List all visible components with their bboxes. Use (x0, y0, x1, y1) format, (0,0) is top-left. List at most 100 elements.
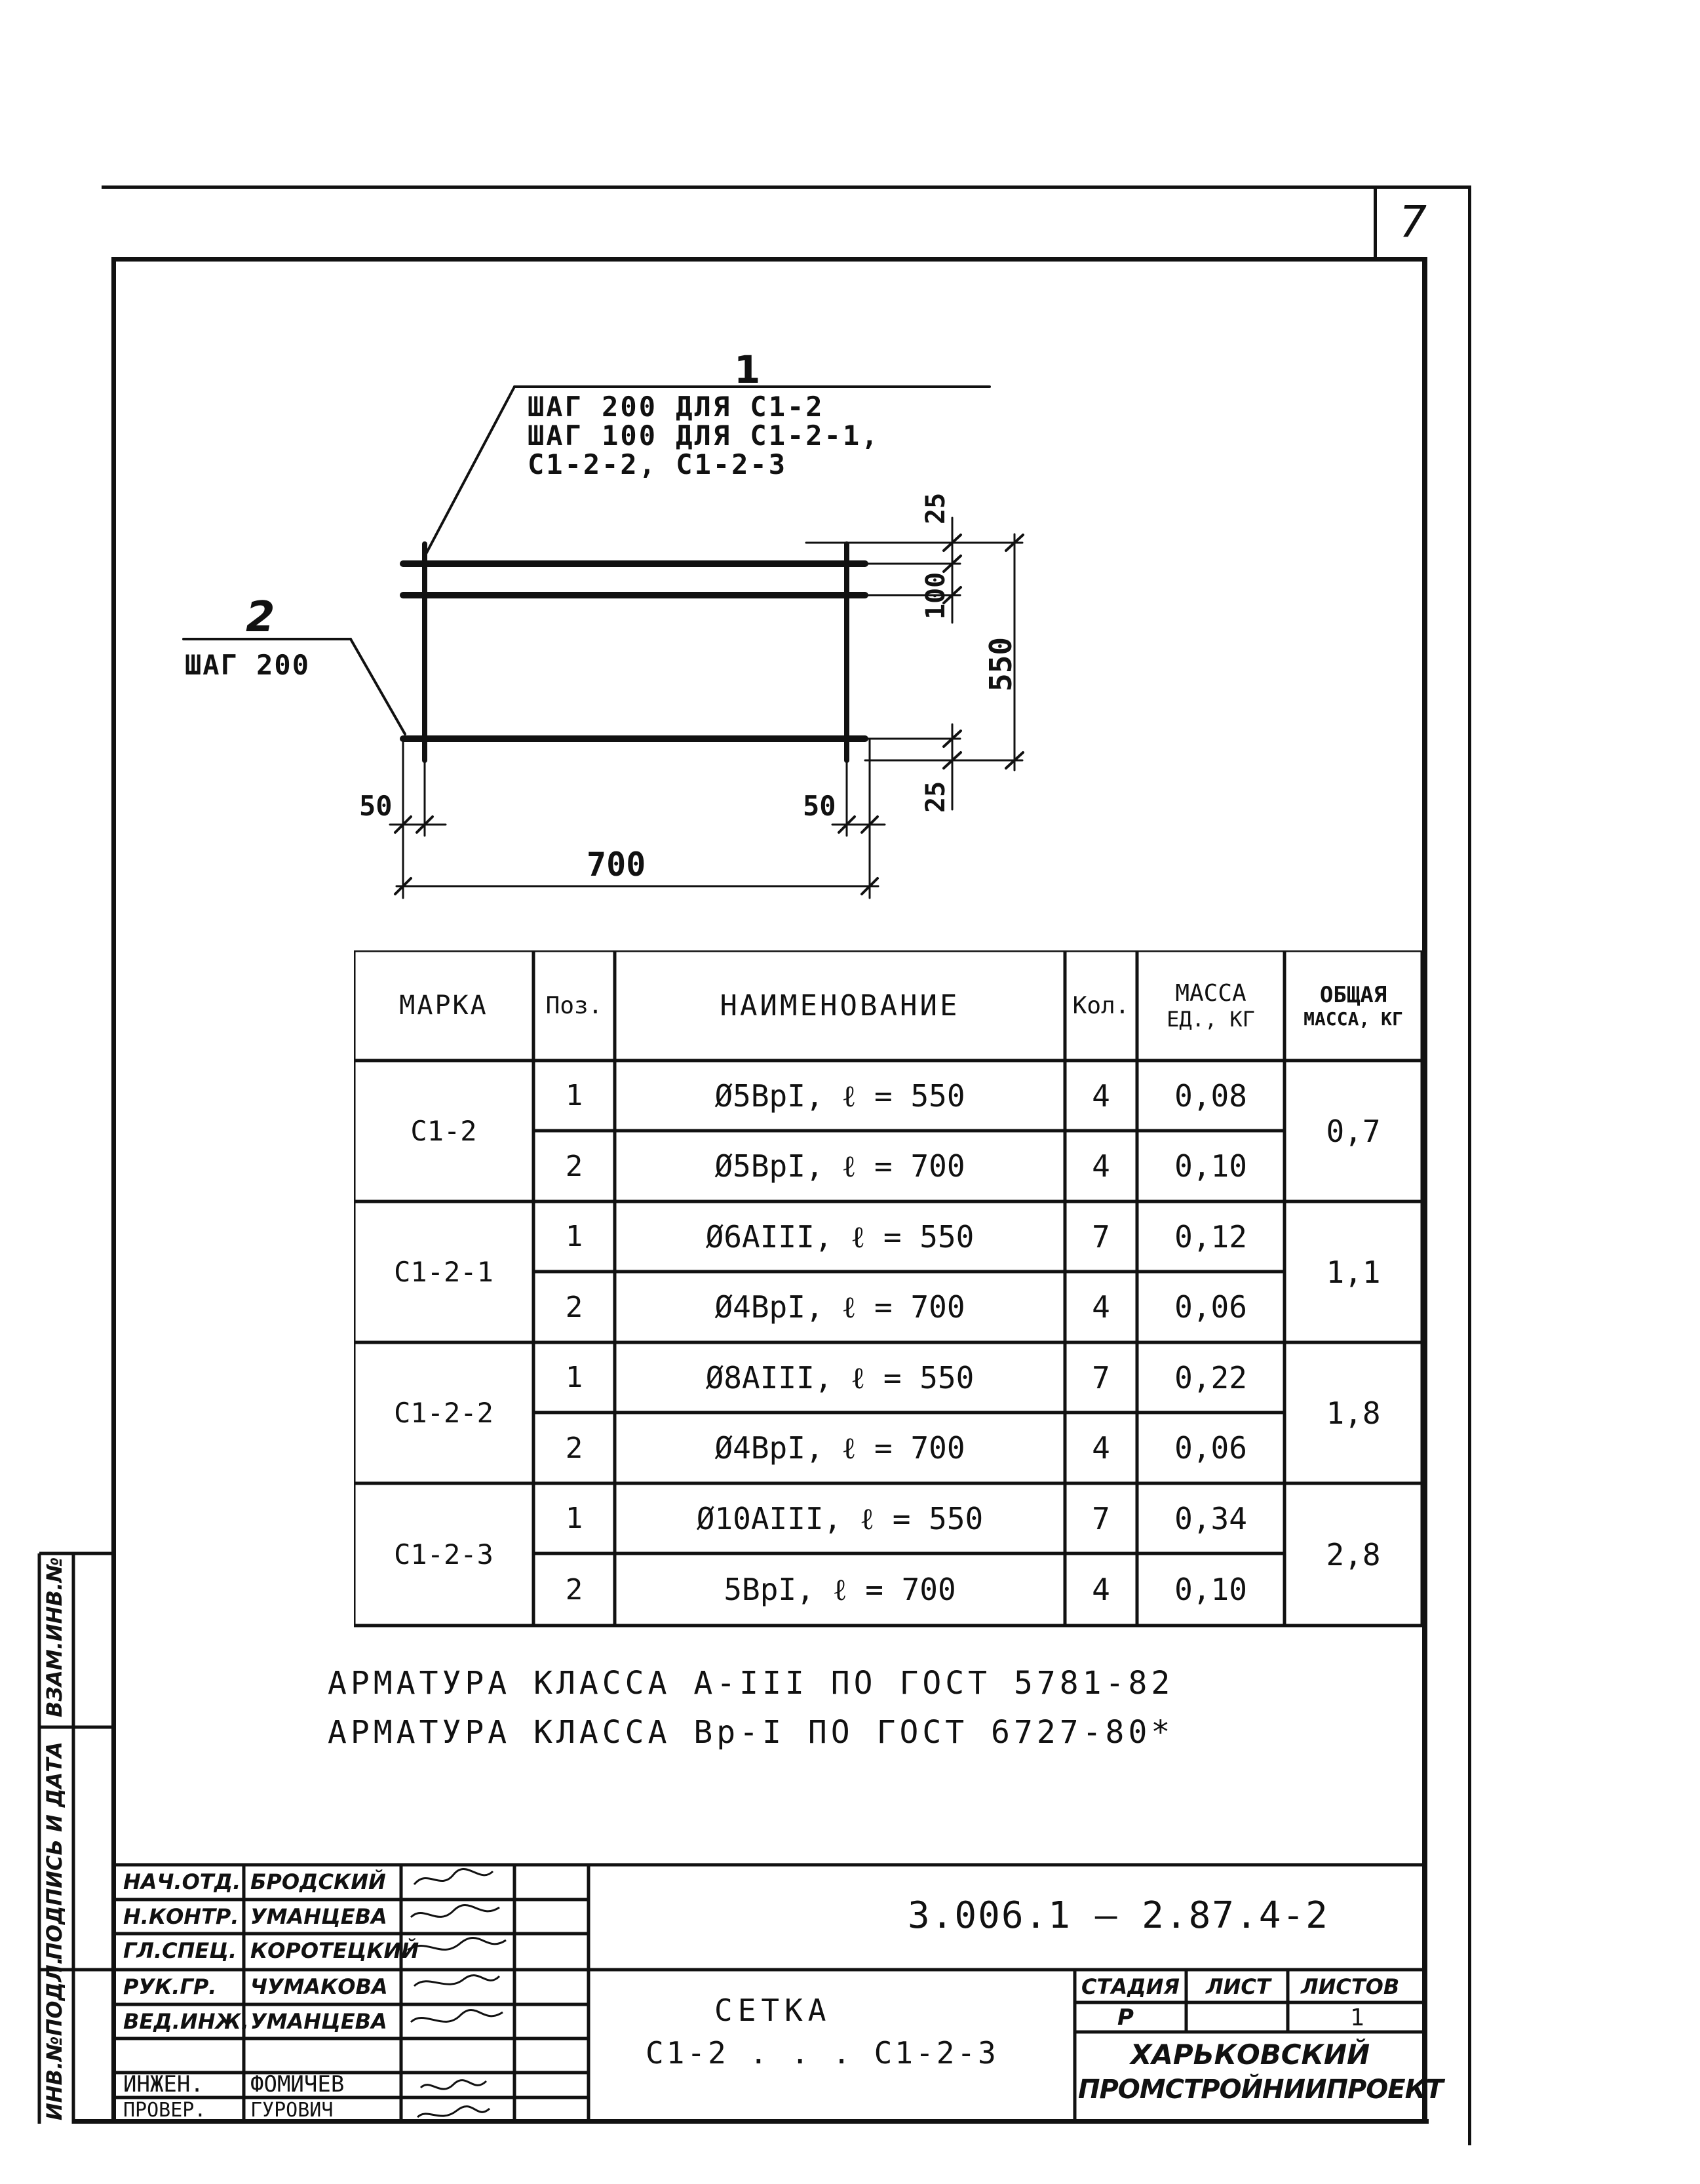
row-qty: 4 (1092, 1430, 1110, 1466)
sheets-label: ЛИСТОВ (1301, 1974, 1400, 1999)
row-pos: 1 (565, 1361, 583, 1394)
role-label: НАЧ.ОТД. (123, 1869, 241, 1894)
role-label: ВЕД.ИНЖ. (123, 2009, 249, 2034)
row-mass: 0,10 (1174, 1572, 1247, 1607)
group-total: 0,7 (1326, 1113, 1381, 1149)
role-label: ГЛ.СПЕЦ. (123, 1938, 237, 1963)
header-total-line1: ОБЩАЯ (1319, 981, 1387, 1008)
person-name: ГУРОВИЧ (250, 2099, 334, 2122)
group-mark: С1-2-2 (394, 1397, 493, 1429)
stage-value: Р (1117, 2004, 1134, 2031)
signatures (407, 1868, 507, 2118)
callout2-leader (349, 638, 406, 735)
row-qty: 4 (1092, 1078, 1110, 1114)
header-mass-line2: ЕД., КГ (1167, 1006, 1255, 1032)
group-total: 1,1 (1326, 1254, 1381, 1290)
row-name: Ø10AIII, ℓ = 550 (696, 1500, 984, 1536)
row-qty: 4 (1092, 1289, 1110, 1325)
row-pos: 2 (565, 1149, 583, 1183)
person-name: ФОМИЧЁВ (250, 2071, 345, 2097)
row-name: Ø4ВрI, ℓ = 700 (714, 1430, 965, 1466)
sheet-number-box-left (1374, 185, 1377, 259)
frame-top (111, 257, 1426, 262)
person-name: УМАНЦЕВА (250, 1904, 387, 1929)
row-qty: 7 (1092, 1500, 1110, 1536)
header-qty: Кол. (1072, 992, 1130, 1019)
sheet-number-box-right (1468, 185, 1471, 2145)
dim-right-offset: 50 (803, 790, 836, 822)
person-name: ЧУМАКОВА (250, 1974, 388, 1999)
org-line2: ПРОМСТРОЙНИИПРОЕКТ (1078, 2075, 1444, 2105)
row-mass: 0,34 (1174, 1500, 1247, 1536)
role-label: ИНЖЕН. (123, 2071, 204, 2097)
row-pos: 1 (565, 1502, 583, 1535)
row-name: Ø5ВрI, ℓ = 700 (714, 1148, 965, 1184)
note-line: АРМАТУРА КЛАССА Bp-I ПО ГОСТ 6727-80* (328, 1714, 1174, 1751)
person-name: КОРОТЕЦКИЙ (250, 1938, 419, 1963)
org-line1: ХАРЬКОВСКИЙ (1130, 2038, 1370, 2071)
row-mass: 0,10 (1174, 1148, 1247, 1184)
callout1-number: 1 (734, 347, 761, 392)
row-qty: 7 (1092, 1219, 1110, 1255)
row-name: Ø8AIII, ℓ = 550 (705, 1359, 975, 1395)
frame-right (1422, 257, 1427, 2124)
row-pos: 2 (565, 1431, 583, 1465)
group-mark: С1-2-1 (394, 1256, 493, 1288)
header-name: НАИМЕНОВАНИЕ (720, 988, 960, 1023)
row-qty: 7 (1092, 1359, 1110, 1395)
header-total-line2: МАССА, КГ (1304, 1007, 1403, 1030)
callout1-line3: С1-2-2, С1-2-3 (528, 448, 788, 480)
row-name: Ø4ВрI, ℓ = 700 (714, 1289, 965, 1325)
sheet-number: 7 (1399, 197, 1427, 247)
group-total: 2,8 (1326, 1536, 1381, 1572)
group-mark: С1-2-3 (394, 1538, 493, 1570)
frame-bottom (72, 2119, 1429, 2124)
row-name: Ø5ВрI, ℓ = 550 (714, 1078, 965, 1114)
sheet-label: ЛИСТ (1206, 1974, 1271, 1999)
callout2-line1: ШАГ 200 (185, 649, 311, 681)
row-pos: 1 (565, 1220, 583, 1253)
header-total: ОБЩАЯ МАССА, КГ (1285, 950, 1422, 1061)
row-mass: 0,06 (1174, 1289, 1247, 1325)
role-label: РУК.ГР. (123, 1974, 217, 1999)
callout1-line1: ШАГ 200 ДЛЯ С1-2 (528, 391, 824, 423)
note-line: АРМАТУРА КЛАССА A-III ПО ГОСТ 5781-82 (328, 1665, 1174, 1702)
side-stamp (37, 1551, 115, 2124)
row-mass: 0,12 (1174, 1219, 1247, 1255)
row-mass: 0,06 (1174, 1430, 1247, 1466)
header-pos: Поз. (545, 992, 603, 1019)
stage-label: СТАДИЯ (1081, 1974, 1180, 1999)
callout2-number: 2 (246, 593, 275, 642)
row-name: 5ВрI, ℓ = 700 (724, 1572, 956, 1607)
dim-width: 700 (587, 846, 646, 884)
group-mark: С1-2 (410, 1115, 477, 1147)
role-label: Н.КОНТР. (123, 1904, 239, 1929)
person-name: БРОДСКИЙ (250, 1869, 386, 1894)
row-pos: 1 (565, 1079, 583, 1112)
row-pos: 2 (565, 1572, 583, 1607)
doc-code: 3.006.1 – 2.87.4-2 (908, 1894, 1329, 1937)
title-line1: СЕТКА (714, 1993, 832, 2028)
group-total: 1,8 (1326, 1395, 1381, 1431)
row-name: Ø6AIII, ℓ = 550 (705, 1219, 975, 1255)
row-qty: 4 (1092, 1572, 1110, 1607)
mesh-drawing (182, 385, 1024, 899)
top-rule (102, 185, 1471, 189)
frame-left (111, 257, 116, 2124)
row-qty: 4 (1092, 1148, 1110, 1184)
person-name: УМАНЦЕВА (250, 2009, 387, 2034)
row-mass: 0,22 (1174, 1359, 1247, 1395)
dim-left-offset: 50 (359, 790, 393, 822)
row-mass: 0,08 (1174, 1078, 1247, 1114)
sheets-value: 1 (1350, 2004, 1364, 2031)
header-mass-line1: МАССА (1175, 979, 1246, 1007)
callout1-leader (425, 385, 516, 555)
role-label: ПРОВЕР. (123, 2099, 206, 2122)
callout1-line2: ШАГ 100 ДЛЯ С1-2-1, (528, 419, 880, 452)
header-mark: МАРКА (399, 990, 488, 1021)
row-pos: 2 (565, 1290, 583, 1324)
title-line2: С1-2 . . . С1-2-3 (646, 2035, 999, 2071)
spec-table: МАРКА Поз. НАИМЕНОВАНИЕ Кол. МАССА ЕД., … (354, 950, 1422, 1639)
header-mass: МАССА ЕД., КГ (1137, 950, 1285, 1061)
